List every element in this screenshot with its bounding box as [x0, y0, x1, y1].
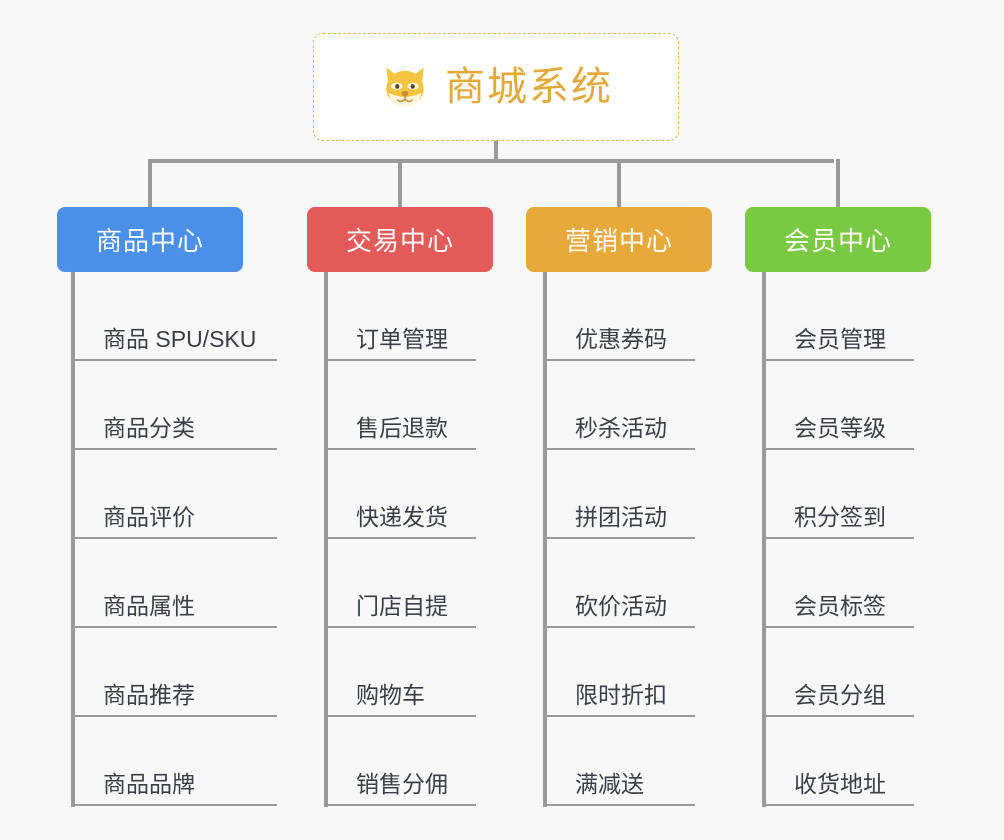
root-title: 商城系统: [445, 65, 613, 109]
leaf-item[interactable]: 拼团活动: [543, 450, 695, 539]
dog-face-icon: [386, 67, 424, 107]
leaf-item[interactable]: 商品 SPU/SKU: [71, 272, 277, 361]
leaf-item-label: 销售分佣: [356, 770, 448, 797]
category-node-label: 商品中心: [95, 226, 204, 256]
leaf-item-underline: [543, 626, 695, 628]
leaf-item-underline: [543, 359, 695, 361]
leaf-item-underline: [543, 715, 695, 717]
leaf-item-underline: [324, 537, 476, 539]
leaf-column-3: 优惠券码秒杀活动拼团活动砍价活动限时折扣满减送: [543, 272, 695, 807]
leaf-item[interactable]: 订单管理: [324, 272, 476, 361]
connector-leaf-spine-3: [543, 272, 547, 807]
leaf-item-underline: [324, 448, 476, 450]
leaf-column-4: 会员管理会员等级积分签到会员标签会员分组收货地址: [762, 272, 914, 807]
leaf-item-underline: [543, 537, 695, 539]
leaf-item-label: 砍价活动: [575, 592, 667, 619]
leaf-item-label: 订单管理: [356, 325, 448, 352]
leaf-item-underline: [324, 804, 476, 806]
leaf-item-label: 满减送: [575, 770, 644, 797]
leaf-item-underline: [543, 804, 695, 806]
leaf-item[interactable]: 商品品牌: [71, 717, 277, 806]
connector-leaf-spine-1: [71, 272, 75, 807]
connector-branch-drop-3: [617, 159, 621, 209]
leaf-item-label: 拼团活动: [575, 503, 667, 530]
leaf-item[interactable]: 商品推荐: [71, 628, 277, 717]
leaf-item-label: 秒杀活动: [575, 414, 667, 441]
leaf-item[interactable]: 快递发货: [324, 450, 476, 539]
leaf-item[interactable]: 满减送: [543, 717, 695, 806]
leaf-item[interactable]: 会员管理: [762, 272, 914, 361]
leaf-item-underline: [762, 804, 914, 806]
leaf-item-underline: [762, 359, 914, 361]
leaf-item-label: 会员标签: [794, 592, 886, 619]
connector-branch-drop-4: [836, 159, 840, 209]
connector-leaf-spine-4: [762, 272, 766, 807]
leaf-item-label: 优惠券码: [575, 325, 667, 352]
connector-root-stem: [494, 141, 498, 163]
leaf-item-underline: [762, 626, 914, 628]
leaf-item-label: 限时折扣: [575, 681, 667, 708]
leaf-item-label: 门店自提: [356, 592, 448, 619]
leaf-item-label: 售后退款: [356, 414, 448, 441]
leaf-item-underline: [762, 448, 914, 450]
leaf-item[interactable]: 商品分类: [71, 361, 277, 450]
leaf-item-label: 商品属性: [103, 592, 195, 619]
leaf-item-label: 商品 SPU/SKU: [103, 325, 257, 352]
leaf-item[interactable]: 商品属性: [71, 539, 277, 628]
leaf-item-underline: [71, 359, 277, 361]
leaf-item-underline: [762, 537, 914, 539]
leaf-item[interactable]: 门店自提: [324, 539, 476, 628]
leaf-item[interactable]: 积分签到: [762, 450, 914, 539]
leaf-item-label: 商品分类: [103, 414, 195, 441]
leaf-item-underline: [762, 715, 914, 717]
leaf-item-underline: [324, 626, 476, 628]
leaf-item-label: 快递发货: [356, 503, 448, 530]
connector-leaf-spine-2: [324, 272, 328, 807]
leaf-column-1: 商品 SPU/SKU 商品分类商品评价商品属性商品推荐商品品牌: [71, 272, 277, 807]
leaf-item-label: 商品评价: [103, 503, 195, 530]
leaf-item-label: 购物车: [356, 681, 425, 708]
category-node-label: 营销中心: [564, 226, 673, 256]
leaf-item[interactable]: 砍价活动: [543, 539, 695, 628]
leaf-item[interactable]: 收货地址: [762, 717, 914, 806]
leaf-item-label: 积分签到: [794, 503, 886, 530]
leaf-item-label: 会员等级: [794, 414, 886, 441]
category-node-label: 交易中心: [345, 226, 454, 256]
leaf-item[interactable]: 优惠券码: [543, 272, 695, 361]
leaf-item-label: 收货地址: [794, 770, 886, 797]
leaf-item[interactable]: 商品评价: [71, 450, 277, 539]
connector-branch-drop-2: [398, 159, 402, 209]
leaf-item-underline: [71, 537, 277, 539]
leaf-item-label: 商品推荐: [103, 681, 195, 708]
category-node-2[interactable]: 交易中心: [307, 207, 493, 272]
leaf-item[interactable]: 会员分组: [762, 628, 914, 717]
leaf-item[interactable]: 秒杀活动: [543, 361, 695, 450]
category-node-3[interactable]: 营销中心: [526, 207, 712, 272]
leaf-item-underline: [71, 626, 277, 628]
leaf-item[interactable]: 会员等级: [762, 361, 914, 450]
leaf-item-label: 商品品牌: [103, 770, 195, 797]
category-node-label: 会员中心: [783, 226, 892, 256]
leaf-item-underline: [324, 715, 476, 717]
leaf-item-underline: [71, 448, 277, 450]
root-node[interactable]: 商城系统: [313, 33, 679, 141]
leaf-item[interactable]: 会员标签: [762, 539, 914, 628]
leaf-item[interactable]: 销售分佣: [324, 717, 476, 806]
leaf-column-2: 订单管理售后退款快递发货门店自提购物车销售分佣: [324, 272, 476, 807]
leaf-item[interactable]: 限时折扣: [543, 628, 695, 717]
leaf-item[interactable]: 购物车: [324, 628, 476, 717]
leaf-item-underline: [324, 359, 476, 361]
category-node-4[interactable]: 会员中心: [745, 207, 931, 272]
category-node-1[interactable]: 商品中心: [57, 207, 243, 272]
leaf-item-underline: [543, 448, 695, 450]
connector-branch-drop-1: [148, 159, 152, 209]
leaf-item-underline: [71, 715, 277, 717]
connector-horizontal-bus: [150, 159, 834, 163]
leaf-item-label: 会员管理: [794, 325, 886, 352]
leaf-item-underline: [71, 804, 277, 806]
leaf-item[interactable]: 售后退款: [324, 361, 476, 450]
leaf-item-label: 会员分组: [794, 681, 886, 708]
